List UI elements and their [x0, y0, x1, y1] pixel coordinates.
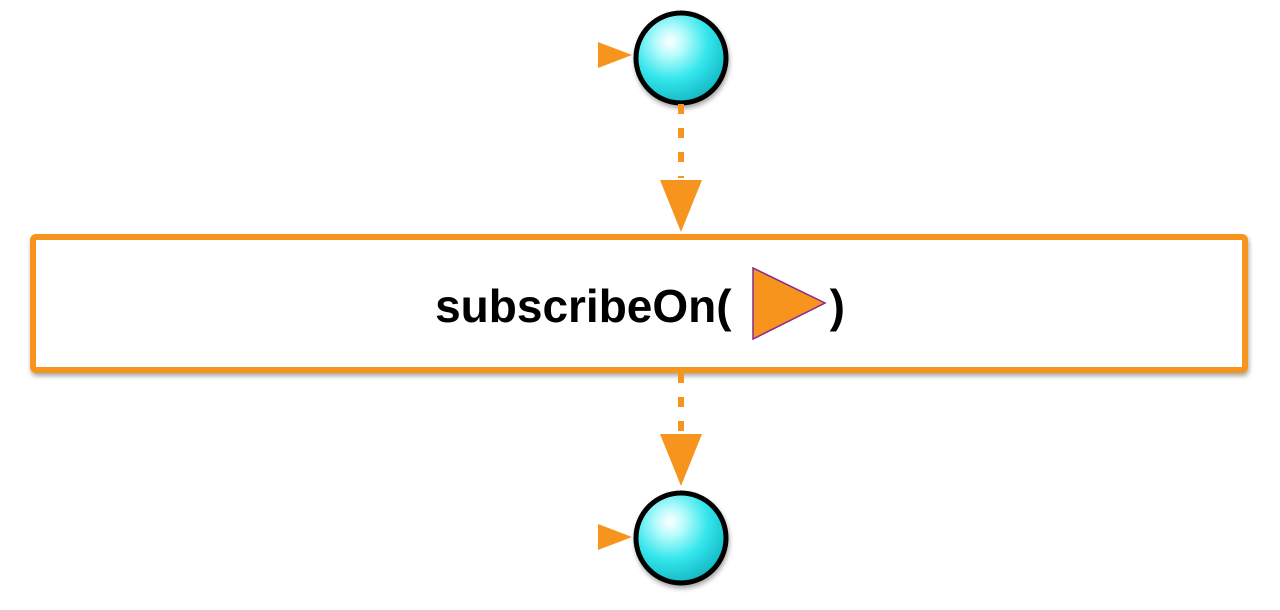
result-timeline-arrowhead — [598, 524, 632, 550]
operator-label: subscribeOn() — [435, 280, 845, 332]
source-connector-arrowhead — [660, 180, 702, 232]
operator-label-prefix: subscribeOn( — [435, 280, 732, 332]
source-marble — [633, 10, 729, 106]
operator-box-frame — [30, 234, 1248, 373]
operator-label-suffix: ) — [830, 280, 845, 332]
operator-box: subscribeOn() — [30, 234, 1248, 373]
result-connector-arrowhead — [660, 434, 702, 486]
source-timeline-arrowhead — [598, 42, 632, 68]
result-marble — [633, 490, 729, 586]
operator-to-result-connector — [660, 373, 702, 486]
source-timeline — [33, 10, 729, 106]
scheduler-triangle-icon — [752, 266, 827, 341]
source-to-operator-connector — [660, 104, 702, 232]
result-timeline — [33, 490, 729, 586]
